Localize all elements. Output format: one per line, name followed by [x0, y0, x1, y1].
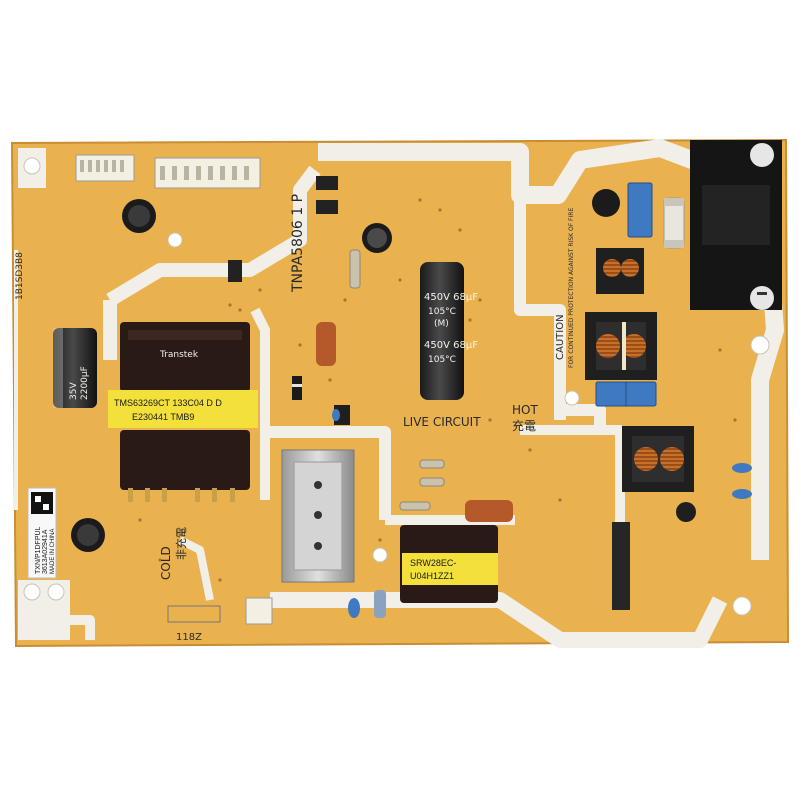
svg-text:105°C: 105°C	[428, 307, 456, 317]
choke-icon	[585, 248, 694, 492]
svg-text:105°C: 105°C	[428, 355, 456, 365]
svg-text:TXN/P1DFPUL: TXN/P1DFPUL	[35, 526, 42, 574]
connector-icon	[75, 154, 261, 189]
svg-text:E230441 TMB9: E230441 TMB9	[132, 412, 194, 422]
svg-text:HOT: HOT	[512, 403, 538, 417]
svg-text:(M): (M)	[434, 319, 449, 329]
svg-text:FOR CONTINUED PROTECTION AGAIN: FOR CONTINUED PROTECTION AGAINST RISK OF…	[568, 208, 575, 368]
svg-text:35V: 35V	[69, 382, 79, 400]
capacitor-icon: 35V 2200μF	[53, 189, 620, 552]
svg-text:LIVE CIRCUIT: LIVE CIRCUIT	[403, 415, 481, 429]
silkscreen-text: TNPA5806 1 P 1B1SD3B8 LIVE CIRCUIT HOT 充…	[15, 194, 575, 643]
small-transformer: SRW28EC- U04H1ZZ1	[400, 525, 498, 603]
svg-text:3613A02941A: 3613A02941A	[42, 529, 49, 574]
x-capacitors	[595, 182, 657, 407]
svg-text:非充電: 非充電	[174, 527, 188, 560]
svg-text:118Z: 118Z	[176, 632, 202, 643]
small-components	[167, 176, 752, 625]
heatsink-icon	[281, 449, 355, 583]
svg-text:TNPA5806 1 P: TNPA5806 1 P	[290, 194, 306, 293]
svg-text:450V 68μF: 450V 68μF	[424, 292, 478, 303]
svg-text:1B1SD3B8: 1B1SD3B8	[15, 252, 25, 300]
svg-text:CAUTION: CAUTION	[555, 314, 566, 360]
svg-text:SRW28EC-: SRW28EC-	[410, 558, 456, 568]
svg-text:COLD: COLD	[159, 546, 173, 580]
transformer-icon: Transtek TMS63269CT 133C04 D D E230441 T…	[108, 322, 258, 502]
svg-text:2200μF: 2200μF	[80, 366, 90, 400]
svg-text:MADE IN CHINA: MADE IN CHINA	[50, 529, 56, 574]
barcode-icon: TXN/P1DFPUL 3613A02941A MADE IN CHINA	[27, 487, 57, 579]
fuse-icon	[663, 197, 685, 249]
svg-text:Transtek: Transtek	[159, 350, 199, 360]
svg-text:TMS63269CT 133C04 D D: TMS63269CT 133C04 D D	[114, 398, 222, 408]
mounting-holes	[18, 148, 770, 640]
svg-text:U04H1ZZ1: U04H1ZZ1	[410, 571, 454, 581]
bulk-capacitor: 450V 68μF 105°C (M) 450V 68μF 105°C	[420, 262, 478, 400]
svg-text:充電: 充電	[512, 418, 536, 433]
svg-text:450V 68μF: 450V 68μF	[424, 340, 478, 351]
ac-inlet	[690, 140, 782, 310]
